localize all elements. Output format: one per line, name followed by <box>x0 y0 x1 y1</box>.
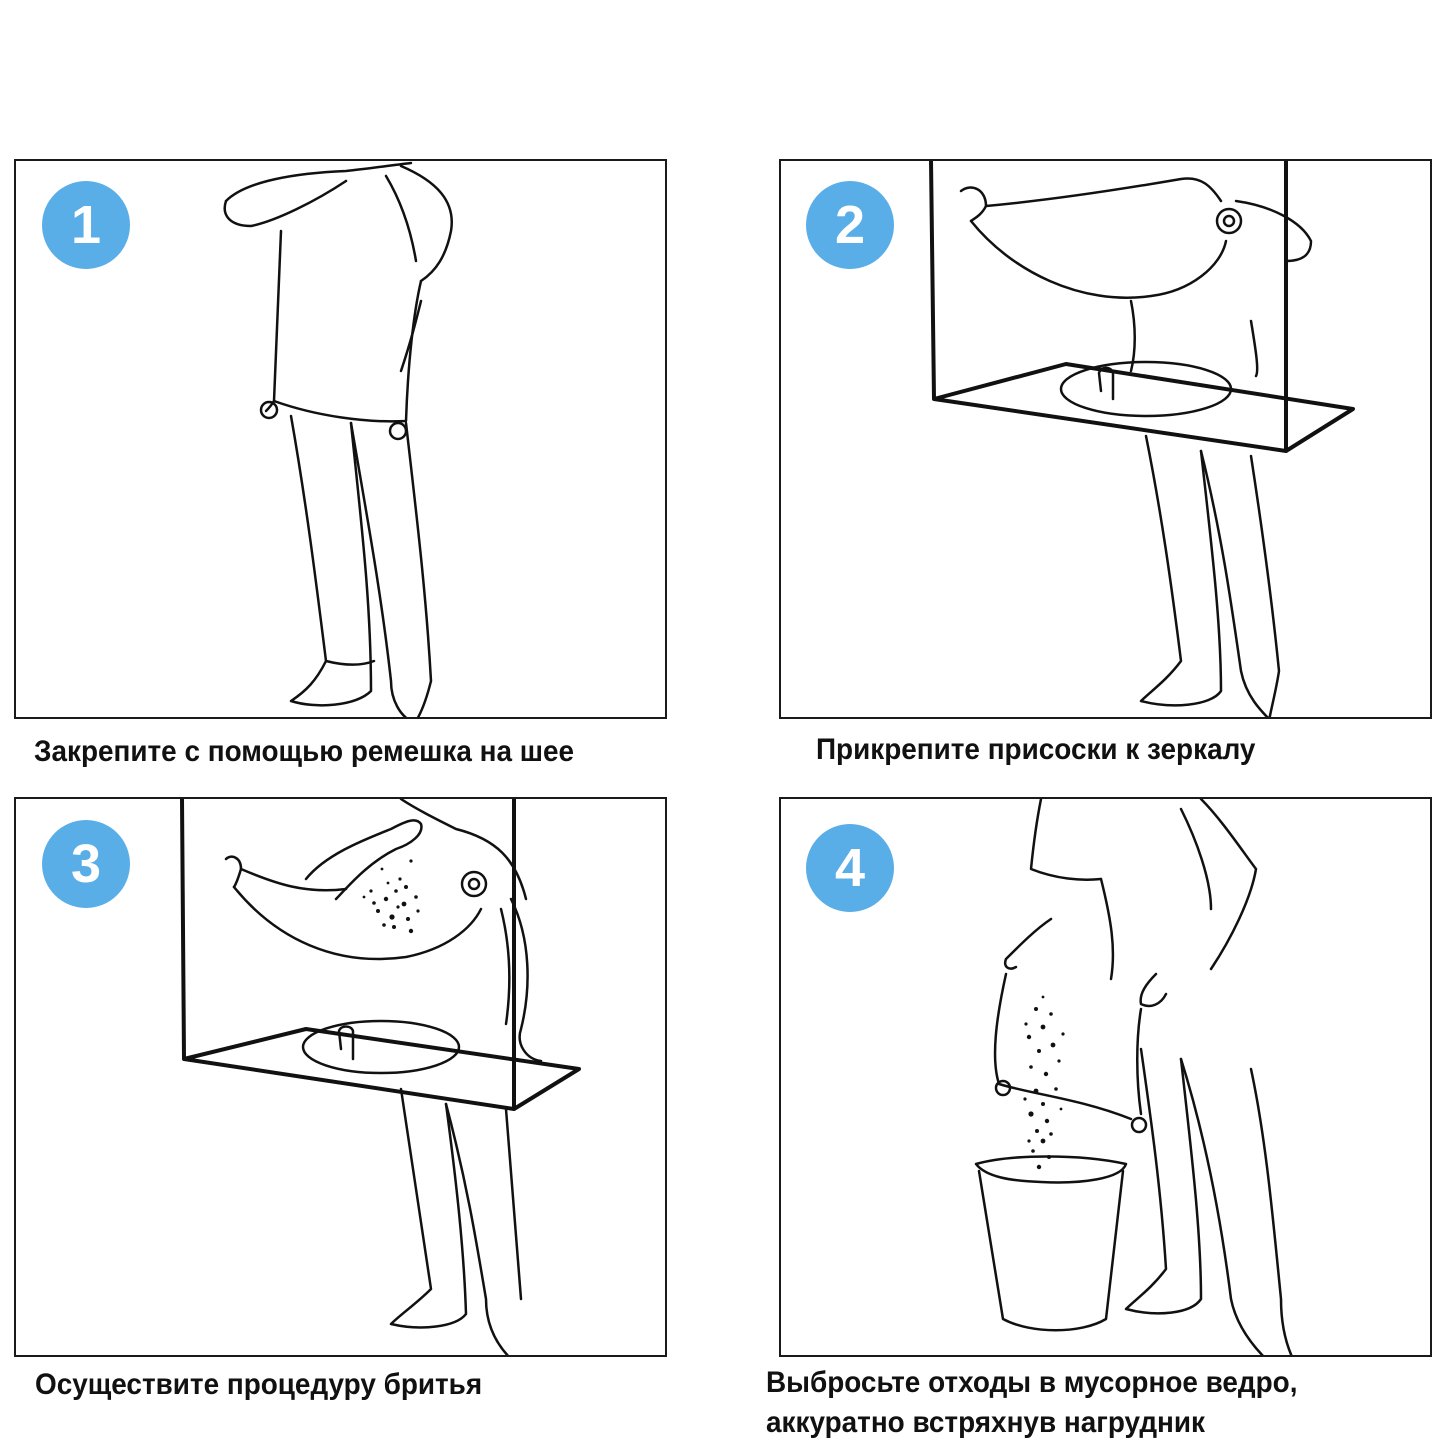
step-2-panel: 2 <box>779 159 1432 719</box>
step-4-caption-line-1: Выбросьте отходы в мусорное ведро, <box>766 1366 1298 1399</box>
step-3-caption: Осуществите процедуру бритья <box>35 1368 483 1401</box>
step-4-badge: 4 <box>806 824 894 912</box>
bib-attached-to-mirror-icon <box>929 161 1355 717</box>
step-4-panel: 4 <box>779 797 1432 1357</box>
step-4-caption: Выбросьте отходы в мусорное ведро, аккур… <box>766 1363 1297 1443</box>
person-fastening-bib-icon <box>223 161 454 717</box>
emptying-bib-into-bucket-icon <box>974 799 1293 1355</box>
step-1-badge: 1 <box>42 181 130 269</box>
step-3-panel: 3 <box>14 797 667 1357</box>
step-1-panel: 1 <box>14 159 667 719</box>
step-3-badge: 3 <box>42 820 130 908</box>
person-shaving-icon <box>180 799 581 1355</box>
step-4-caption-line-2: аккуратно встряхнув нагрудник <box>766 1406 1206 1439</box>
step-2-caption: Прикрепите присоски к зеркалу <box>816 733 1256 766</box>
step-2-badge: 2 <box>806 181 894 269</box>
step-1-caption: Закрепите с помощью ремешка на шее <box>34 735 575 768</box>
